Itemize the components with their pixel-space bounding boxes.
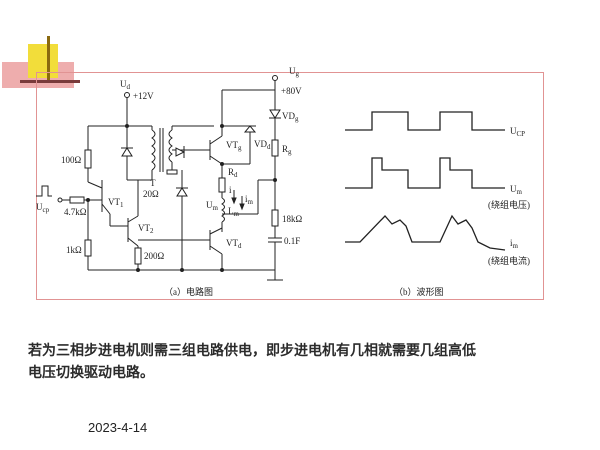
corner-decoration-bar bbox=[47, 36, 50, 82]
ud-voltage: +12V bbox=[133, 91, 154, 101]
r-100-label: 100Ω bbox=[61, 155, 82, 165]
c-01-label: 0.1F bbox=[284, 236, 300, 246]
im-wave-note: (绕组电流) bbox=[488, 255, 530, 266]
caption-line-2: 电压切换驱动电路。 bbox=[28, 365, 154, 381]
corner-decoration-line bbox=[20, 80, 80, 83]
ud-label: Ud bbox=[120, 79, 131, 91]
waveform-im bbox=[345, 214, 506, 251]
um-label: Um bbox=[206, 200, 219, 212]
ug-label: Ug bbox=[289, 66, 300, 78]
waveform-ucp bbox=[345, 111, 505, 131]
um-wave-label: Um bbox=[510, 184, 523, 196]
r-47k-label: 4.7kΩ bbox=[64, 207, 87, 217]
waveform-um bbox=[345, 157, 505, 189]
im-wave-label: im bbox=[510, 238, 519, 250]
r-1k-label: 1kΩ bbox=[66, 245, 82, 255]
vdg-label: VDg bbox=[282, 111, 299, 123]
lm-label: Lm bbox=[228, 206, 240, 218]
vdd-label: VDd bbox=[254, 139, 271, 151]
ucp-wave-label: UCP bbox=[510, 126, 525, 138]
r-18k-label: 18kΩ bbox=[282, 214, 303, 224]
caption-line-1: 若为三相步进电机则需三组电路供电，即步进电机有几相就需要几组高低 bbox=[28, 343, 476, 359]
vtg-label: VTg bbox=[226, 140, 242, 152]
im-label: im bbox=[245, 194, 254, 206]
vt1-label: VT1 bbox=[108, 197, 124, 209]
vtd-label: VTd bbox=[226, 238, 242, 250]
vt2-label: VT2 bbox=[138, 223, 154, 235]
rg-label: Rg bbox=[282, 144, 292, 156]
slide-date: 2023-4-14 bbox=[88, 420, 148, 435]
ug-voltage: +80V bbox=[281, 86, 302, 96]
rd-label: Rd bbox=[228, 167, 238, 179]
um-wave-note: (绕组电压) bbox=[488, 199, 530, 210]
figure-frame bbox=[36, 72, 544, 300]
slide-caption: 若为三相步进电机则需三组电路供电，即步进电机有几相就需要几组高低 电压切换驱动电… bbox=[28, 340, 573, 384]
caption-waveform: （b）波形图 bbox=[394, 286, 444, 297]
r-20-label: 20Ω bbox=[143, 189, 159, 199]
transformer-label: T bbox=[150, 178, 156, 188]
input-ucp-label: Ucp bbox=[36, 202, 50, 214]
caption-circuit: （a）电路图 bbox=[164, 286, 213, 297]
r-200-label: 200Ω bbox=[144, 251, 165, 261]
i-label: i bbox=[229, 185, 232, 195]
